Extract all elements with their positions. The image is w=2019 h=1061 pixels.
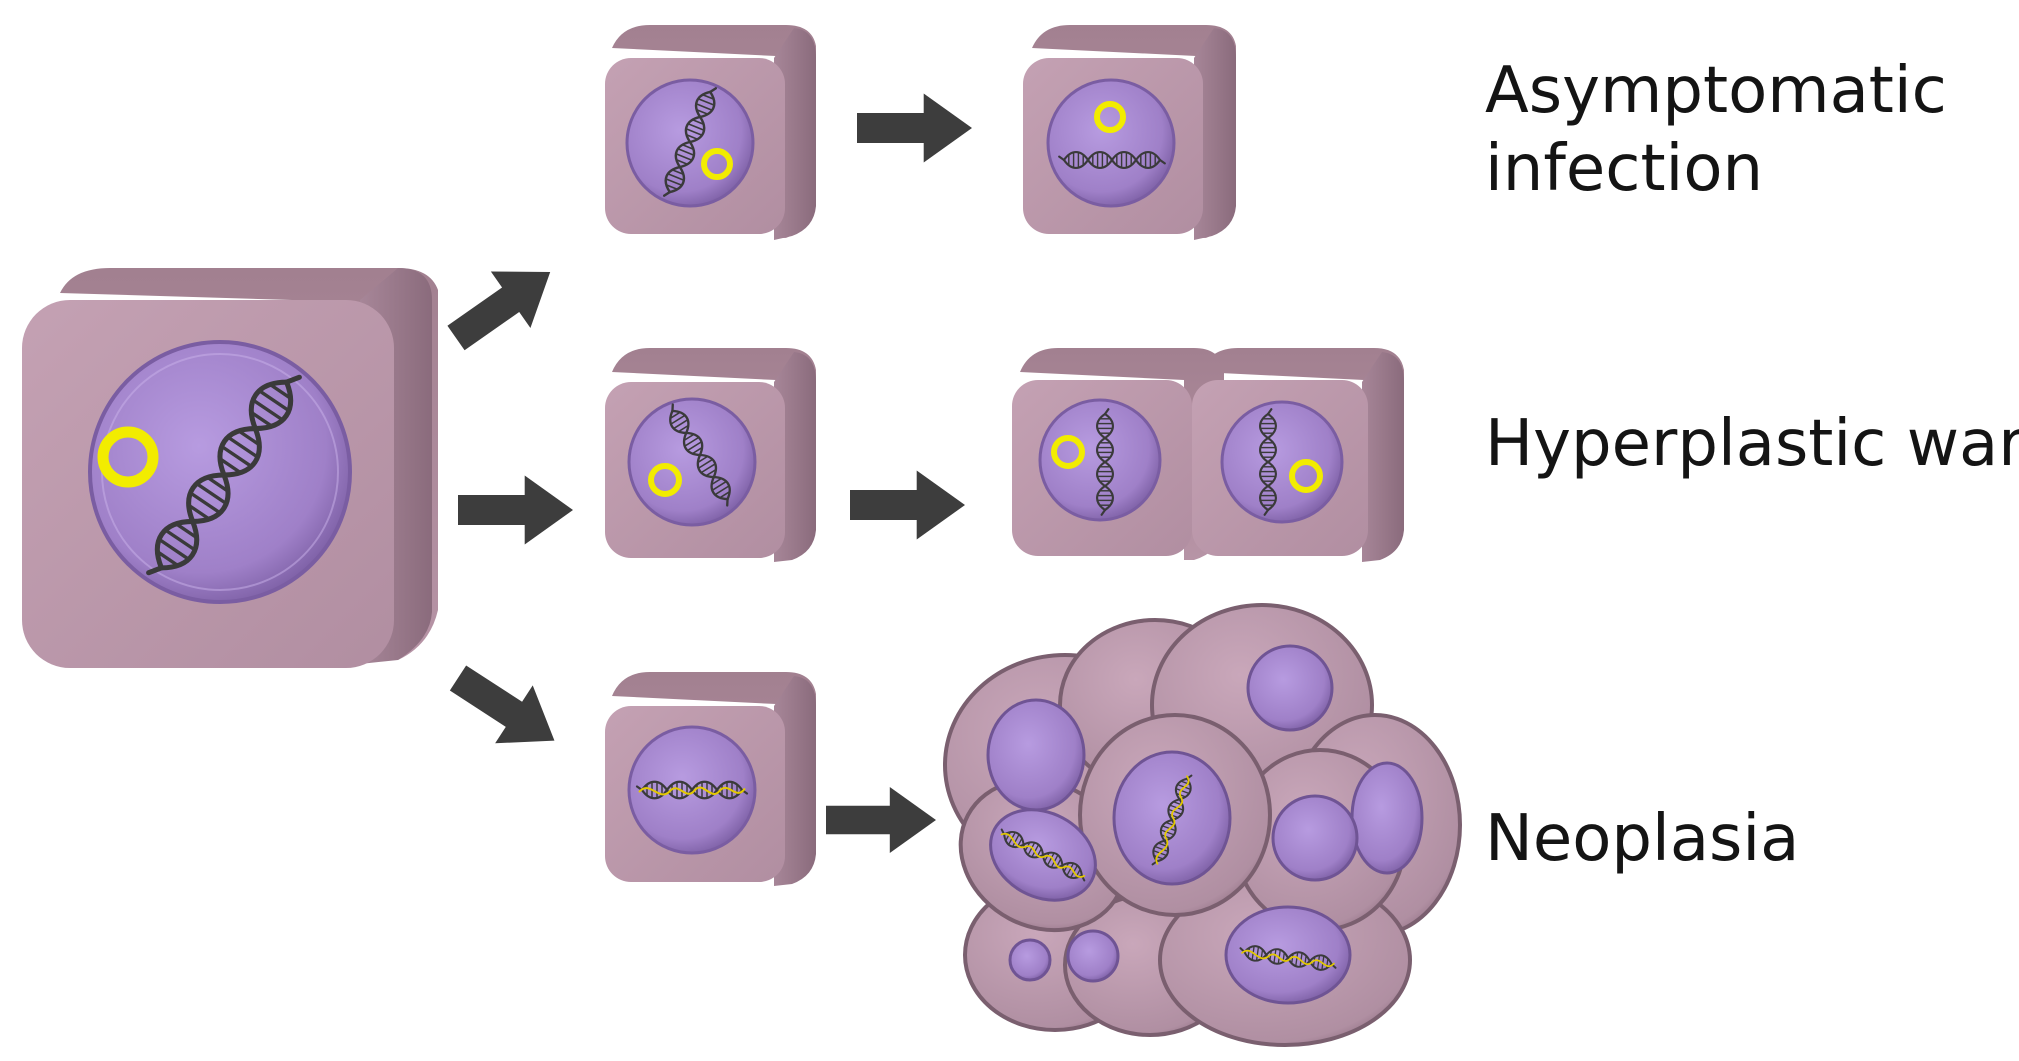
label-neoplasia: Neoplasia: [1485, 802, 1800, 876]
infected-basal-cell: [22, 268, 438, 668]
infected-cell-row2: [605, 348, 816, 562]
yellow-ring-icon: [1289, 459, 1323, 493]
yellow-ring-icon: [1051, 435, 1085, 469]
integrated-cell-row3: [605, 672, 816, 886]
nucleus: [1220, 400, 1344, 524]
nucleus: [1038, 398, 1162, 522]
arrow-icon: [436, 243, 570, 367]
yellow-ring-icon: [1094, 101, 1126, 133]
label-asymptomatic-infection: Asymptomatic infection: [1485, 52, 1947, 208]
arrow-icon: [826, 787, 936, 853]
proliferating-cell-right: [1192, 348, 1404, 562]
infected-cell-row1: [605, 25, 816, 240]
label-line-2: infection: [1485, 132, 1764, 207]
label-line-1: Asymptomatic: [1485, 54, 1947, 128]
arrow-icon: [458, 475, 573, 545]
arrow-icon: [850, 470, 965, 540]
nucleus: [88, 340, 352, 604]
yellow-ring-icon: [701, 148, 733, 180]
yellow-ring-icon: [97, 426, 159, 488]
arrow-icon: [857, 93, 972, 163]
arrow-icon: [439, 649, 574, 770]
yellow-ring-icon: [648, 463, 682, 497]
tumor-nuclei: [986, 644, 1424, 1005]
latent-cell: [1023, 25, 1236, 240]
nucleus: [1046, 78, 1176, 208]
nucleus: [627, 397, 757, 527]
label-hyperplastic-wart: Hyperplastic wart: [1485, 407, 2019, 481]
